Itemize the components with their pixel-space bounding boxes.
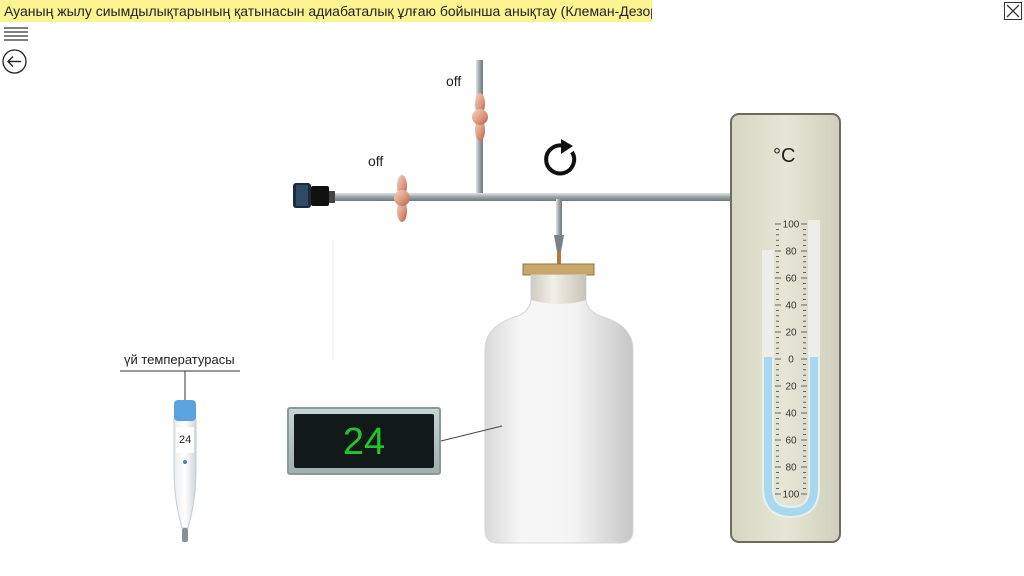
left-valve[interactable] (394, 175, 410, 222)
room-temperature-label: үй температурасы (124, 352, 235, 367)
top-valve[interactable] (472, 93, 488, 141)
close-icon[interactable] (1004, 2, 1022, 20)
bottle (484, 263, 634, 544)
scale-tick-label: 100 (783, 220, 800, 231)
page-title: Ауаның жылу сиымдылықтарының қатынасын а… (0, 0, 652, 22)
manometer-liquid (764, 357, 818, 517)
display-pointer-line (440, 425, 503, 442)
scale-tick-label: 80 (785, 247, 797, 258)
manometer-unit: °C (773, 145, 796, 167)
pump-connector[interactable] (293, 183, 335, 208)
scale-tick-label: 60 (785, 274, 797, 285)
main-pipe (330, 193, 768, 201)
scale-tick-label: 20 (785, 328, 797, 339)
manometer: 100 80 60 40 20 0 20 40 60 80 100 (730, 113, 841, 543)
refresh-icon[interactable] (544, 139, 577, 176)
menu-icon[interactable] (4, 26, 30, 44)
room-temperature-value: 24 (179, 434, 192, 446)
left-valve-state: off (368, 153, 384, 169)
bottle-pipe (556, 199, 562, 235)
scale-tick-label: 60 (785, 436, 797, 447)
scale-tick-label: 40 (785, 301, 797, 312)
scale-tick-label: 100 (783, 490, 800, 501)
scale-tick-label: 40 (785, 409, 797, 420)
scale-tick-label: 20 (785, 382, 797, 393)
back-arrow-icon[interactable] (2, 49, 27, 74)
display-value: 24 (294, 414, 434, 468)
top-valve-state: off (446, 73, 462, 89)
room-thermometer (120, 370, 240, 542)
scale-tick-label: 0 (788, 355, 794, 366)
digital-display: 24 (287, 407, 441, 475)
scale-tick-label: 80 (785, 463, 797, 474)
